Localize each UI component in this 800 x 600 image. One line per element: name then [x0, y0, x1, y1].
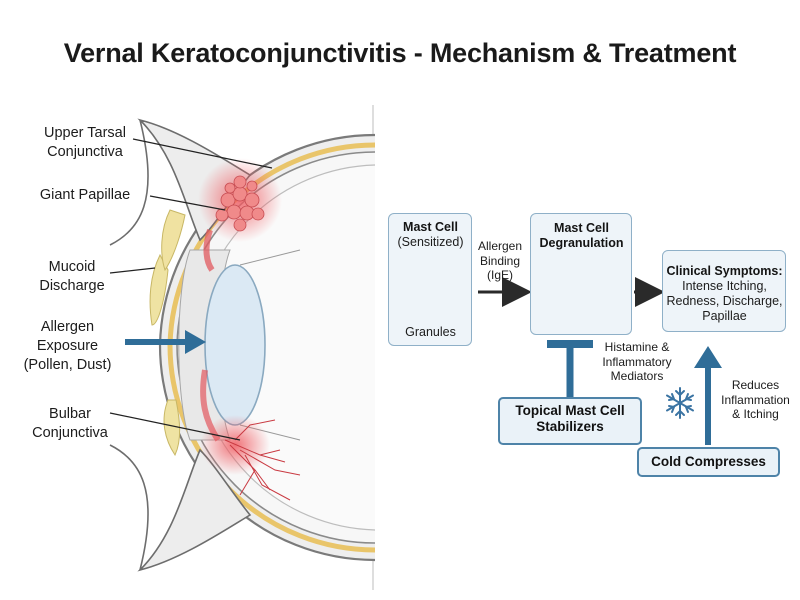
- label-mucoid-discharge: Mucoid Discharge: [39, 259, 105, 294]
- reduces-label: Reduces Inflammation & Itching: [721, 378, 790, 421]
- snowflake-icon: [666, 387, 694, 419]
- granules-label: Granules: [405, 325, 456, 339]
- mediators-label: Histamine & Inflammatory Mediators: [602, 340, 672, 383]
- giant-papillae-icon: [215, 175, 265, 232]
- lens-icon: [204, 264, 266, 426]
- degranulation-box: [530, 213, 632, 335]
- degranulation-title: Mast Cell Degranulation: [539, 221, 624, 250]
- clinical-symptoms-body: Intense Itching, Redness, Discharge, Pap…: [666, 279, 783, 323]
- cold-compresses-box: Cold Compresses: [637, 447, 780, 477]
- inhibition-bar: [547, 340, 593, 398]
- clinical-symptoms-title: Clinical Symptoms:: [666, 264, 783, 278]
- label-allergen-exposure: Allergen Exposure (Pollen, Dust): [23, 319, 112, 373]
- label-giant-papillae: Giant Papillae: [39, 187, 131, 203]
- label-bulbar-conjunctiva: Bulbar Conjunctiva: [32, 406, 108, 441]
- mast-cell-box: [388, 213, 472, 346]
- allergen-arrow: [125, 330, 206, 354]
- label-upper-tarsal-conjunctiva: Upper Tarsal Conjunctiva: [44, 125, 126, 160]
- mast-cell-title: Mast Cell: [403, 220, 458, 234]
- mast-cell-sub: (Sensitized): [397, 235, 464, 249]
- reduces-arrow: [694, 346, 722, 445]
- topical-mast-cell-stabilizers-box: Topical Mast Cell Stabilizers: [498, 397, 642, 445]
- allergen-binding-label: Allergen Binding (IgE): [477, 239, 523, 282]
- clinical-symptoms-box: [662, 250, 786, 332]
- blood-vessels-icon: [224, 419, 301, 501]
- page-title: Vernal Keratoconjunctivitis - Mechanism …: [63, 38, 737, 68]
